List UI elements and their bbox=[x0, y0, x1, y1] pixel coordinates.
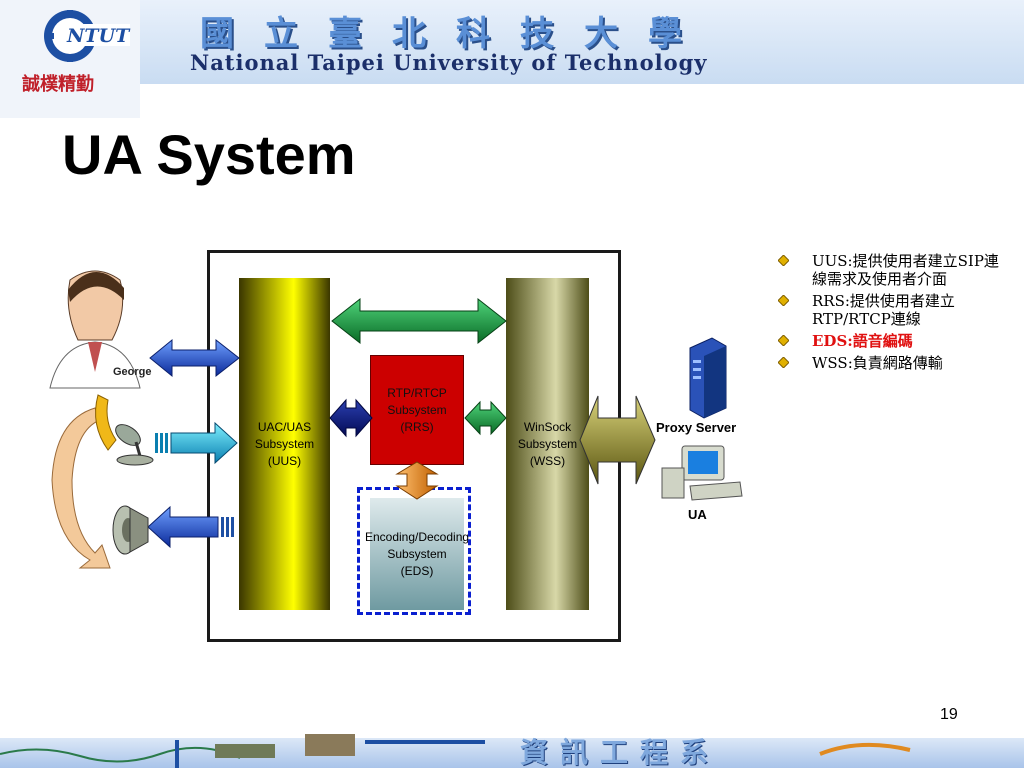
rrs-label-1: RTP/RTCP bbox=[387, 385, 447, 400]
page-number: 19 bbox=[940, 706, 958, 723]
eds-block: Encoding/Decoding Subsystem (EDS) bbox=[365, 498, 469, 610]
uus-label-1: UAC/UAS bbox=[257, 419, 312, 434]
wss-label-1: WinSock bbox=[523, 419, 572, 434]
ntut-logo-icon: NTUT bbox=[44, 10, 131, 62]
uus-label-2: Subsystem bbox=[254, 436, 315, 451]
eds-dashed-boundary bbox=[357, 487, 471, 615]
bullet-text: RRS:提供使用者建立RTP/RTCP連線 bbox=[812, 292, 955, 328]
rrs-label-3: (RRS) bbox=[400, 419, 434, 434]
uus-block: UAC/UAS Subsystem (UUS) bbox=[239, 278, 330, 610]
uus-label-3: (UUS) bbox=[267, 453, 302, 468]
department-name: 資訊工程系 bbox=[520, 736, 721, 769]
wss-block: WinSock Subsystem (WSS) bbox=[506, 278, 589, 610]
eds-label-1: Encoding/Decoding bbox=[364, 529, 470, 544]
bullet-text: UUS:提供使用者建立SIP連線需求及使用者介面 bbox=[812, 252, 999, 288]
flow-loop-icon bbox=[51, 407, 111, 569]
bullet-text: WSS:負責網路傳輸 bbox=[812, 354, 943, 372]
bullet-rrs: RRS:提供使用者建立RTP/RTCP連線 bbox=[778, 292, 1008, 328]
rrs-block: RTP/RTCP Subsystem (RRS) bbox=[370, 355, 464, 465]
rrs-label-2: Subsystem bbox=[387, 402, 447, 417]
slide-header: NTUT 誠樸精勤 國立臺北科技大學 National Taipei Unive… bbox=[0, 0, 1024, 118]
wss-label-2: Subsystem bbox=[517, 436, 578, 451]
proxy-server-label: Proxy Server bbox=[656, 420, 737, 435]
bullet-text: EDS:語音編碼 bbox=[812, 332, 913, 350]
bullet-list: UUS:提供使用者建立SIP連線需求及使用者介面 RRS:提供使用者建立RTP/… bbox=[778, 252, 1008, 376]
microphone-icon bbox=[95, 394, 154, 466]
page-title: UA System bbox=[62, 123, 356, 186]
bullet-uus: UUS:提供使用者建立SIP連線需求及使用者介面 bbox=[778, 252, 1008, 288]
university-chinese-name: 國立臺北科技大學 bbox=[200, 14, 712, 54]
bullet-wss: WSS:負責網路傳輸 bbox=[778, 354, 1008, 372]
wss-label-3: (WSS) bbox=[529, 453, 566, 468]
diamond-bullet-icon bbox=[778, 357, 789, 368]
header-band bbox=[140, 0, 1024, 84]
diamond-bullet-icon bbox=[778, 335, 789, 346]
george-label: George bbox=[113, 366, 152, 378]
diamond-bullet-icon bbox=[778, 255, 789, 266]
ua-computer-icon bbox=[661, 445, 743, 501]
university-english-name: National Taipei University of Technology bbox=[190, 50, 708, 75]
eds-label-3: (EDS) bbox=[400, 563, 434, 578]
diamond-bullet-icon bbox=[778, 295, 789, 306]
logo-text: NTUT bbox=[66, 25, 131, 47]
motto: 誠樸精勤 bbox=[22, 74, 94, 95]
speaker-icon bbox=[112, 505, 149, 555]
bullet-eds: EDS:語音編碼 bbox=[778, 332, 1008, 350]
eds-label-2: Subsystem bbox=[387, 546, 447, 561]
slide-footer bbox=[0, 734, 1024, 768]
ua-label: UA bbox=[688, 507, 707, 522]
proxy-server-icon bbox=[689, 337, 727, 419]
